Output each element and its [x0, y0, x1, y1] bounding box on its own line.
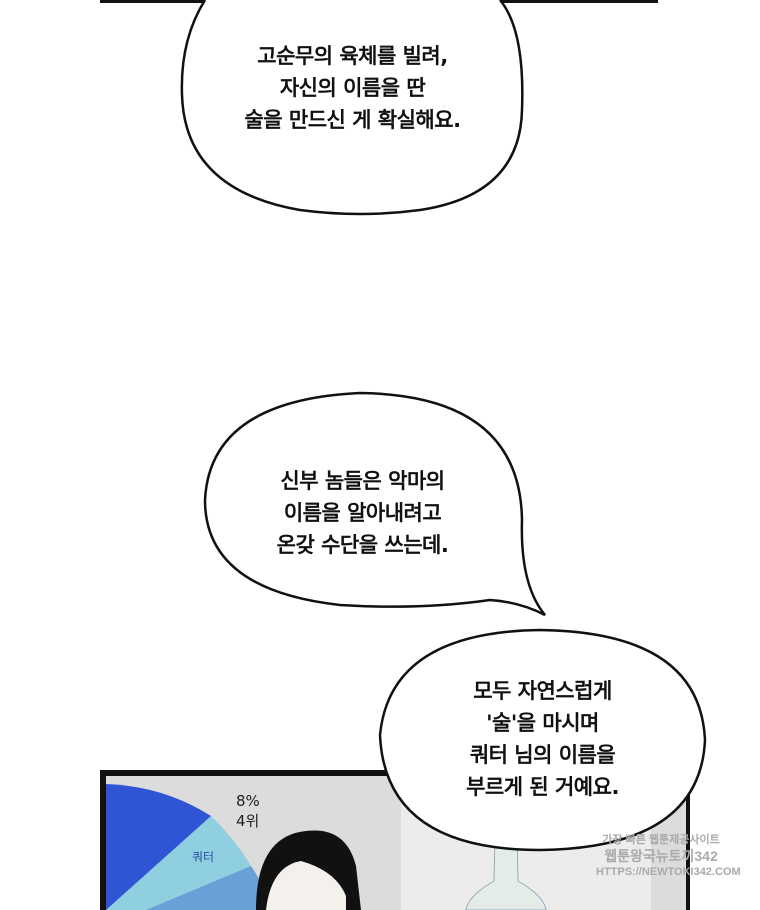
speech-bubble-2: [203, 391, 546, 617]
chart-percent-label: 8%: [236, 792, 260, 810]
chart-slice-label: 쿼터: [192, 850, 215, 864]
chart-rank-label: 4위: [236, 812, 260, 830]
speech-bubble-3: [378, 628, 707, 852]
character-face: [266, 861, 346, 910]
watermark: 가장 빠른 웹툰제공사이트 웹툰왕국뉴토끼342 HTTPS://NEWTOKI…: [596, 834, 741, 878]
pie-slice-quarter: [106, 816, 251, 910]
pie-slice-main: [106, 784, 211, 910]
speech-bubble-1: [180, 0, 524, 216]
